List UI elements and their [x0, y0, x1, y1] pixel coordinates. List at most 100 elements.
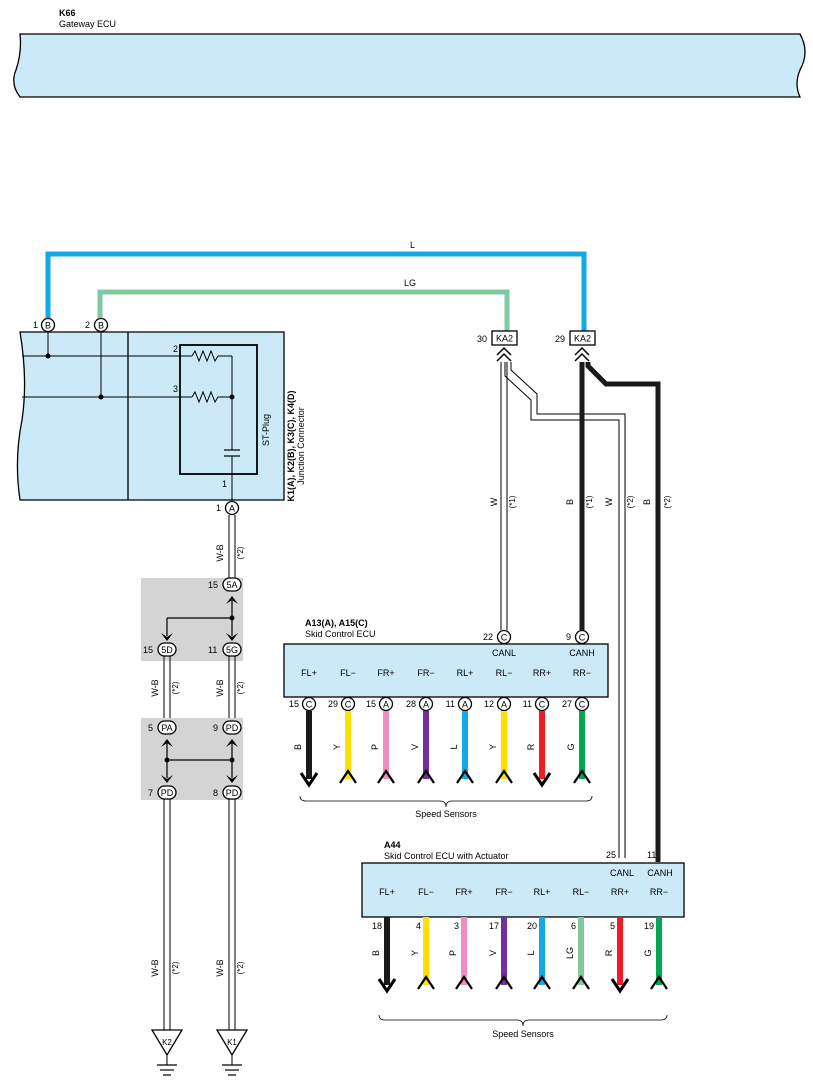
wire-wb-mid-right-note: (*2): [236, 681, 245, 694]
jpd-br-pin: 8: [213, 788, 218, 798]
terminal-pin: 12: [484, 699, 494, 709]
st-plug-box: [179, 344, 258, 475]
skid-sensors-label: Speed Sensors: [415, 809, 477, 819]
arrow-up-icon: [455, 975, 473, 990]
jpd-bl-pin: 7: [148, 788, 153, 798]
wire-b2-color: B: [642, 499, 652, 505]
junction-title: K1(A), K2(B), K3(C), K4(D): [286, 391, 296, 502]
junction-pin-canh: 1: [33, 320, 38, 330]
actuator-terminal: RL+20L: [526, 887, 551, 990]
sensor-wire-color: P: [370, 744, 380, 750]
wire-wb-bot-left-color: W-B: [150, 959, 160, 976]
terminal-connector: [301, 696, 317, 712]
wire-w1-note: (*1): [508, 495, 517, 508]
arrow-up-icon: [533, 975, 551, 990]
skid-control-ecu: A13(A), A15(C) Skid Control ECU 22 C CAN…: [283, 618, 609, 819]
terminal-connector: [574, 696, 590, 712]
sensor-wire-color: R: [604, 949, 614, 956]
terminal-conn: C: [539, 700, 546, 710]
sensor-wire-color: V: [410, 744, 420, 750]
skid-ecu-code: A13(A), A15(C): [305, 618, 368, 628]
ka2-left-label: KA2: [496, 334, 513, 344]
wire-b1-note: (*1): [585, 495, 594, 508]
sensor-wire-color: LG: [565, 947, 575, 959]
ka2-branches: 30 KA2 29 KA2 W (*1) W (*2) B (*1) B (*2…: [477, 330, 672, 862]
actuator-sensors-label: Speed Sensors: [492, 1029, 554, 1039]
terminal-label: FL+: [301, 668, 317, 678]
j5a-pin: 15: [208, 580, 218, 590]
terminal-pin: 15: [289, 699, 299, 709]
terminal-conn: C: [579, 700, 586, 710]
terminal-conn: C: [345, 700, 352, 710]
junction-conn-canh: B: [45, 321, 51, 331]
junction-out-pin: 1: [216, 503, 221, 513]
arrow-down-icon: [299, 772, 319, 788]
terminal-label: FR+: [377, 668, 394, 678]
arrow-up-icon: [573, 769, 591, 784]
sensor-wire-color: B: [293, 744, 303, 750]
sensor-wire-color: L: [449, 744, 459, 749]
wire-wb-mid-left-note: (*2): [171, 681, 180, 694]
terminal-label: RR−: [650, 887, 668, 897]
wire-wb-top-color: W-B: [215, 544, 225, 561]
arrow-up-icon: [339, 769, 357, 784]
j5g-pin: 11: [208, 645, 217, 655]
actuator-ecu-terminals: FL+18BFL−4YFR+3PFR−17VRL+20LRL−6LGRR+5RR…: [371, 887, 668, 994]
wire-b1-color: B: [565, 499, 575, 505]
actuator-terminal: RL−6LG: [565, 887, 590, 990]
jpa-pin: 5: [148, 723, 153, 733]
gateway-name: Gateway ECU: [59, 19, 116, 29]
wire-wb-bot-right-note: (*2): [236, 961, 245, 974]
arrow-up-icon: [495, 769, 513, 784]
terminal-conn: A: [383, 700, 389, 710]
terminal-label: FL−: [418, 887, 434, 897]
actuator-ecu-name: Skid Control ECU with Actuator: [384, 851, 509, 861]
actuator-terminal: FR+3P: [448, 887, 473, 990]
j5g-label: 5G: [226, 645, 238, 655]
skid-terminal: FR+ 15 A P: [366, 668, 395, 784]
ground-k2-symbol: [150, 1029, 184, 1057]
ka2-left-pin: 30: [477, 334, 487, 344]
j5a-label: 5A: [226, 580, 237, 590]
wire-wb-bot-right-color: W-B: [215, 959, 225, 976]
ground-chain: W-B (*2) 15 5A 15 5D 11 5G W-B (*2) W-B …: [141, 515, 249, 1076]
st-plug-pin-3: 3: [173, 384, 178, 394]
st-plug-pin-2: 2: [173, 344, 178, 354]
ka2-right-pin: 29: [555, 334, 565, 344]
terminal-pin: 11: [446, 699, 455, 709]
terminal-pin: 15: [366, 699, 376, 709]
sensor-wire-color: G: [643, 949, 653, 956]
sensor-wire-color: P: [448, 950, 458, 956]
terminal-label: RR−: [573, 668, 591, 678]
actuator-terminal: RR−19G: [643, 887, 668, 990]
terminal-label: RL+: [534, 887, 551, 897]
junction-box: [16, 331, 285, 501]
actuator-terminal: FR−17V: [488, 887, 513, 990]
actuator-terminal: FL+18B: [371, 887, 397, 994]
actuator-canl-pin: 25: [606, 850, 616, 860]
ground-k2-label: K2: [162, 1038, 172, 1047]
ground-k1-symbol: [215, 1029, 249, 1057]
gateway-box: [13, 33, 806, 98]
terminal-pin: 18: [372, 921, 382, 931]
terminal-connector: [496, 696, 512, 712]
sensor-wire-color: R: [526, 743, 536, 750]
skid-ecu-box: [283, 643, 609, 698]
junction-conn-canl: B: [98, 321, 104, 331]
arrow-up-icon: [377, 769, 395, 784]
skid-ecu-name: Skid Control ECU: [305, 629, 376, 639]
terminal-connector: [418, 696, 434, 712]
terminal-pin: 28: [406, 699, 416, 709]
wire-w1-color: W: [489, 497, 499, 506]
st-plug-pin-1: 1: [222, 479, 227, 489]
terminal-connector: [457, 696, 473, 712]
terminal-conn: A: [462, 700, 468, 710]
terminal-pin: 29: [328, 699, 338, 709]
arrow-up-icon: [417, 769, 435, 784]
jpd-top-pin: 9: [213, 723, 218, 733]
